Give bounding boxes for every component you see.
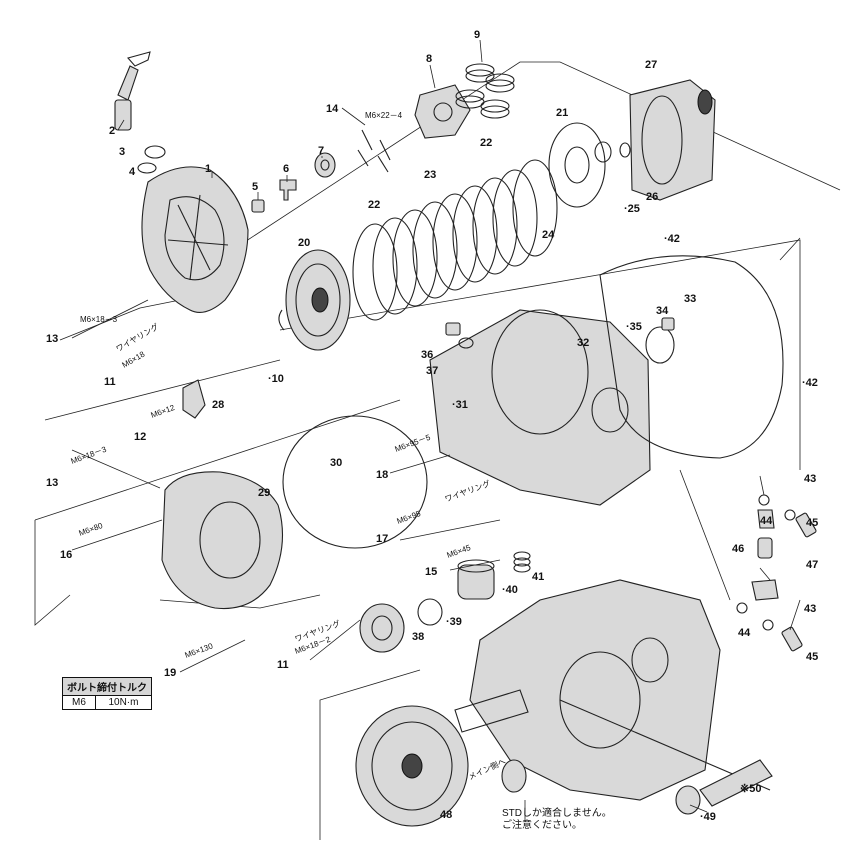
callout-34: 34 [656,305,669,317]
torque-bolt-size: M6 [62,695,96,710]
oil-fitting-parts [736,494,817,652]
callout-45a: 45 [806,517,818,529]
callout-2: 2 [109,125,115,137]
leader-lines [71,39,801,822]
callout-24: 24 [542,229,555,241]
label-m6x95-5: M6×95－5 [394,433,432,454]
callout-18: 18 [376,469,388,481]
callout-29: 29 [258,487,270,499]
callout-20: 20 [298,237,310,249]
callout-6: 6 [283,163,289,175]
callout-47: 47 [806,559,818,571]
callout-3: 3 [119,146,125,158]
callout-49: ·49 [700,811,716,823]
callout-5: 5 [252,181,258,193]
part-number-callouts: 1 2 3 4 5 6 7 8 9 ·10 11 11 12 13 13 14 … [46,29,818,823]
label-m6x80: M6×80 [78,521,105,538]
callout-22a: 22 [480,137,492,149]
label-oring-a: ワイヤリング [114,321,160,354]
callout-17: 17 [376,533,388,545]
callout-40: ·40 [502,584,518,596]
callout-26: 26 [646,191,658,203]
callout-21: 21 [556,107,568,119]
note-line-1: STDしか適合しません。 [502,808,612,819]
label-m6x12: M6×12 [150,403,177,420]
callout-12: 12 [134,431,146,443]
small-parts-5-6-7 [251,152,336,213]
callout-8: 8 [426,53,432,65]
callout-46: 46 [732,543,744,555]
callout-4: 4 [129,166,136,178]
callout-33: 33 [684,293,696,305]
note-line-2: ご注意ください。 [502,820,582,831]
torque-value: 10N·m [94,695,153,710]
label-wire-ring: ワイヤリング [443,478,491,504]
primary-gear-part [355,705,773,827]
label-main-side: メイン側へ [467,756,507,782]
callout-35: ·35 [626,321,642,333]
label-oring-b: M6×18 [121,349,147,369]
callout-38: 38 [412,631,424,643]
callout-45b: 45 [806,651,818,663]
callout-25: ·25 [624,203,640,215]
callout-15: 15 [425,566,437,578]
clutch-cover-part [141,166,249,313]
callout-16: 16 [60,549,72,561]
callout-43b: 43 [804,603,816,615]
callout-19: 19 [164,667,176,679]
callout-10: ·10 [268,373,284,385]
callout-42b: ·42 [802,377,818,389]
callout-36: 36 [421,349,433,361]
callout-9: 9 [474,29,480,41]
callout-37: 37 [426,365,438,377]
push-lever-part [114,51,166,174]
drain-plug-parts [445,317,675,349]
callout-30: 30 [330,457,342,469]
callout-50: ※50 [740,783,761,795]
clutch-housing-part [278,249,351,351]
pressure-plate-part [357,63,515,173]
callout-13a: 13 [46,333,58,345]
inner-cover-part [161,379,428,610]
label-m6x95: M6×95 [396,509,423,526]
callout-44b: 44 [738,627,751,639]
callout-41: 41 [532,571,544,583]
callout-13b: 13 [46,477,58,489]
callout-48: 48 [440,809,452,821]
callout-23: 23 [424,169,436,181]
callout-7: 7 [318,145,324,157]
callout-39: ·39 [446,616,462,628]
callout-31: ·31 [452,399,468,411]
callout-44a: 44 [760,515,773,527]
torque-table-header: ボルト締付トルク [62,677,152,696]
callout-1: 1 [205,163,211,175]
clutch-hub-basket [548,79,716,208]
compatibility-note: STDしか適合しません。 ご注意ください。 [502,808,612,832]
label-m6x18-3-a: M6×18－3 [80,315,118,324]
callout-11b: 11 [277,659,289,671]
callout-14: 14 [326,103,339,115]
clutch-plate-stack [352,159,558,321]
label-m6x22-4: M6×22－4 [365,111,403,120]
crankcase-half-part [429,255,784,506]
bolt-torque-table: ボルト締付トルク M6 10N·m [62,677,153,710]
callout-28: 28 [212,399,224,411]
label-m6x45: M6×45 [446,543,473,560]
oil-filter-parts [359,551,531,653]
callout-43a: 43 [804,473,816,485]
callout-22b: 22 [368,199,380,211]
callout-42a: ·42 [664,233,680,245]
callout-32: 32 [577,337,589,349]
callout-27: 27 [645,59,657,71]
callout-11a: 11 [104,376,116,388]
